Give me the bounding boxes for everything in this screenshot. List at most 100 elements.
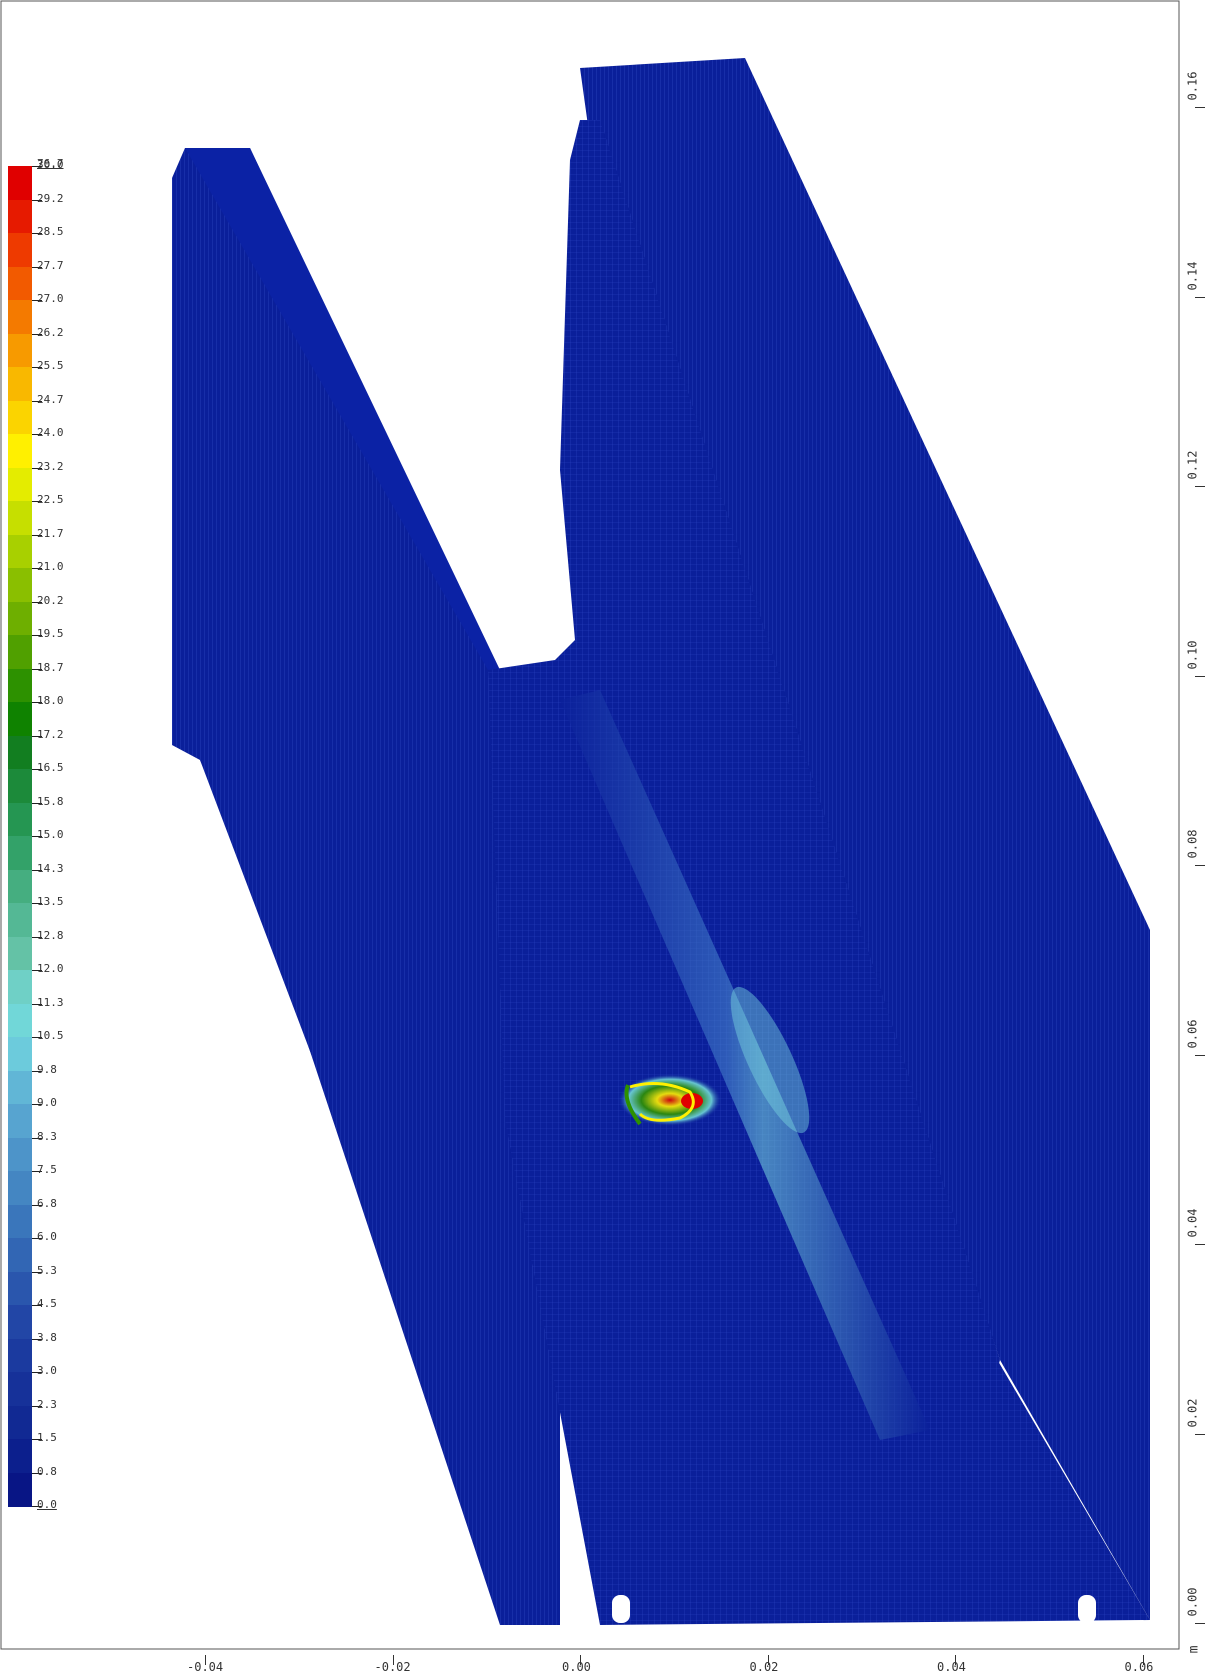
legend-entry: 20.2 xyxy=(8,594,80,636)
legend-tick xyxy=(32,534,42,536)
left-wall-lower-face xyxy=(200,660,560,1625)
left-wall-top-face xyxy=(185,148,500,670)
legend-label: 6.8 xyxy=(37,1196,57,1210)
legend-entry: 21.7 xyxy=(8,527,80,569)
y-tick-mark xyxy=(1195,1054,1205,1056)
legend-tick xyxy=(32,802,42,804)
stress-hotspot-outline xyxy=(624,1084,642,1126)
legend-entry: 1.5 xyxy=(8,1431,80,1473)
legend-entry: 27.0 xyxy=(8,292,80,334)
legend-swatch xyxy=(8,333,32,368)
legend-swatch xyxy=(8,1204,32,1239)
legend-entry: 22.5 xyxy=(8,493,80,535)
legend-swatch xyxy=(8,1271,32,1306)
legend-swatch xyxy=(8,434,32,468)
legend-entry: 18.7 xyxy=(8,661,80,703)
legend-label: 30.0 xyxy=(37,158,64,171)
legend-tick xyxy=(32,166,42,167)
legend-tick xyxy=(32,1037,42,1038)
legend-tick xyxy=(32,1506,42,1507)
y-tick-mark xyxy=(1195,1433,1205,1435)
legend-entry: 15.0 xyxy=(8,828,80,870)
y-tick-label: 0.10 xyxy=(1185,640,1200,669)
y-tick-mark xyxy=(1195,486,1205,487)
legend-swatch xyxy=(8,869,32,904)
legend-label: 29.2 xyxy=(37,191,64,205)
legend-swatch xyxy=(8,1338,32,1373)
legend-swatch xyxy=(8,266,32,301)
legend-swatch xyxy=(8,400,32,435)
legend-swatch xyxy=(8,1305,32,1339)
legend-swatch xyxy=(8,367,32,401)
right-wall-inner-face xyxy=(560,120,1000,1500)
legend-tick xyxy=(32,1472,42,1474)
legend-swatch xyxy=(8,836,32,870)
y-tick-label: 0.14 xyxy=(1185,261,1200,290)
legend-swatch xyxy=(8,1472,32,1507)
legend-entry: 3.0 xyxy=(8,1364,80,1406)
legend-tick xyxy=(32,635,42,636)
legend-label: 21.0 xyxy=(37,560,64,573)
legend-entry: 6.8 xyxy=(8,1197,80,1239)
legend-swatch xyxy=(8,233,32,267)
legend-swatch xyxy=(8,802,32,837)
legend-entry: 13.5 xyxy=(8,895,80,937)
legend-tick xyxy=(32,836,42,837)
legend-max-label: 76.7 xyxy=(37,157,64,170)
legend-tick xyxy=(32,1238,42,1239)
legend-entry: 25.5 xyxy=(8,359,80,401)
legend-swatch xyxy=(8,166,32,200)
y-tick-label: 0.08 xyxy=(1185,829,1200,859)
legend-swatch xyxy=(8,635,32,669)
legend-swatch xyxy=(8,970,32,1004)
legend-entry: 10.5 xyxy=(8,1029,80,1071)
legend-tick xyxy=(32,1204,42,1206)
legend-swatch xyxy=(8,668,32,703)
legend-tick xyxy=(32,1372,42,1373)
legend-label: 24.7 xyxy=(37,392,64,406)
x-tick-mark xyxy=(392,1655,394,1665)
x-tick-label: 0.02 xyxy=(749,1660,779,1674)
legend-label: 3.8 xyxy=(37,1330,57,1344)
x-tick-label: -0.04 xyxy=(187,1660,224,1674)
legend-swatch xyxy=(8,568,32,602)
y-tick-mark xyxy=(1195,1623,1205,1624)
legend-entry: 0.0 xyxy=(8,1498,80,1540)
legend-tick xyxy=(32,702,42,703)
legend-label: 9.8 xyxy=(37,1062,57,1076)
legend-label: 19.5 xyxy=(37,627,64,640)
legend-label: 4.5 xyxy=(37,1297,57,1310)
legend-entry: 21.0 xyxy=(8,560,80,602)
legend-entry: 12.8 xyxy=(8,929,80,971)
y-tick-label: 0.12 xyxy=(1185,450,1200,480)
legend-label: 24.0 xyxy=(37,426,64,439)
legend-label: 10.5 xyxy=(37,1029,64,1042)
legend-label: 5.3 xyxy=(37,1263,57,1277)
legend-entry: 5.3 xyxy=(8,1264,80,1306)
stress-hotspot-halo xyxy=(618,1074,722,1126)
legend-tick xyxy=(32,467,42,469)
legend-tick xyxy=(32,1439,42,1440)
legend-entry: 23.2 xyxy=(8,460,80,502)
legend-label: 21.7 xyxy=(37,526,64,540)
x-tick-mark xyxy=(580,1655,581,1665)
legend-entry: 11.3 xyxy=(8,996,80,1038)
x-tick-mark xyxy=(955,1655,956,1665)
legend-swatch xyxy=(8,534,32,569)
legend-tick xyxy=(32,1104,42,1105)
legend-tick xyxy=(32,1305,42,1306)
y-tick-mark xyxy=(1195,107,1205,108)
y-axis-unit: m xyxy=(1186,1645,1202,1654)
legend-swatch xyxy=(8,601,32,636)
legend-swatch xyxy=(8,769,32,803)
legend-label: 18.0 xyxy=(37,694,64,707)
legend-tick xyxy=(32,869,42,871)
legend-entry: 17.2 xyxy=(8,728,80,770)
stress-ridge xyxy=(560,690,930,1440)
legend-label: 15.8 xyxy=(37,794,64,808)
legend-label: 0.0 xyxy=(37,1498,57,1511)
legend-label: 13.5 xyxy=(37,895,64,908)
legend-label: 12.8 xyxy=(37,928,64,942)
legend-swatch xyxy=(8,467,32,502)
x-tick-label: 0.00 xyxy=(562,1660,591,1674)
